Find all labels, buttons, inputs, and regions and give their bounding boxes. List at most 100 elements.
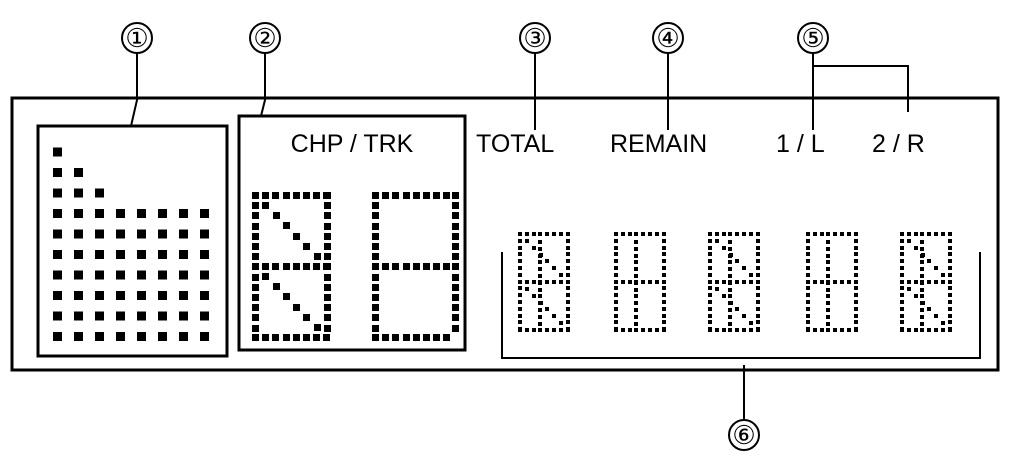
meter-dot — [158, 291, 167, 300]
segment-dot — [854, 232, 858, 236]
segment-dot — [614, 266, 618, 270]
segment-dot — [900, 307, 904, 311]
segment-dot — [826, 294, 830, 298]
segment-dot — [538, 240, 542, 244]
segment-dot — [648, 232, 652, 236]
meter-dot — [158, 311, 167, 321]
segment-dot — [813, 328, 817, 332]
segment-dot — [662, 273, 666, 277]
segment-dot — [614, 232, 618, 236]
meter-dot — [116, 229, 125, 239]
level-meter-box — [36, 124, 229, 358]
segment-dot — [854, 307, 858, 311]
segment-dot — [293, 304, 300, 311]
segment-dot — [273, 212, 280, 219]
meter-dot — [200, 332, 209, 341]
segment-dot — [538, 294, 542, 298]
segment-dot — [433, 263, 440, 270]
segment-dot — [614, 320, 618, 324]
segment-dot — [920, 274, 924, 278]
segment-dot — [252, 274, 259, 281]
segment-dot — [648, 280, 652, 284]
segment-dot — [634, 281, 638, 285]
segment-dot — [742, 328, 746, 332]
segment-dot — [662, 300, 666, 304]
segment-dot — [518, 327, 522, 331]
segment-dot — [324, 192, 331, 199]
segment-dot — [545, 232, 549, 236]
segment-dot — [708, 327, 712, 331]
segment-dot — [806, 307, 810, 311]
segment-dot — [545, 307, 549, 311]
segment-dot — [273, 283, 280, 290]
segment-dot — [525, 287, 529, 291]
segment-dot — [532, 280, 536, 284]
segment-dot — [854, 266, 858, 270]
meter-dot — [116, 209, 125, 218]
segment-dot — [907, 328, 911, 332]
segment-dot — [662, 252, 666, 256]
segment-dot — [806, 300, 810, 304]
segment-dot — [662, 259, 666, 263]
segment-dot — [262, 202, 269, 209]
segment-dot — [833, 280, 837, 284]
meter-dot — [200, 209, 209, 218]
segment-dot — [920, 240, 924, 244]
segment-dot — [708, 232, 712, 236]
segment-dot — [252, 192, 259, 199]
segment-dot — [614, 246, 618, 250]
segment-dot — [452, 263, 459, 270]
meter-dot — [200, 311, 209, 321]
callout-number: ⑥ — [732, 420, 755, 450]
segment-dot — [806, 314, 810, 318]
segment-dot — [634, 240, 638, 244]
segment-dot — [323, 334, 330, 341]
meter-dot — [74, 250, 83, 259]
segment-dot — [538, 274, 542, 278]
segment-dot — [662, 280, 666, 284]
segment-dot — [313, 192, 320, 199]
segment-dot — [423, 192, 430, 199]
segment-dot — [324, 294, 331, 301]
segment-dot — [806, 239, 810, 243]
segment-dot — [749, 273, 753, 277]
segment-dot — [545, 280, 549, 284]
segment-dot — [920, 281, 924, 285]
segment-dot — [634, 308, 638, 312]
segment-dot — [262, 192, 269, 199]
segment-dot — [452, 223, 459, 230]
segment-dot — [452, 314, 459, 321]
segment-dot — [614, 252, 618, 256]
meter-dot — [74, 209, 83, 218]
segment-dot — [900, 273, 904, 277]
segment-dot — [756, 239, 760, 243]
segment-dot — [538, 247, 542, 251]
segment-dot — [728, 232, 732, 236]
meter-dot — [53, 291, 62, 300]
segment-dot — [728, 328, 732, 332]
segment-dot — [833, 232, 837, 236]
segment-dot — [621, 232, 625, 236]
segment-dot — [749, 321, 753, 325]
segment-dot — [728, 240, 732, 244]
segment-dot — [833, 328, 837, 332]
segment-dot — [920, 260, 924, 264]
segment-dot — [907, 232, 911, 236]
segment-dot — [948, 307, 952, 311]
segment-dot — [634, 294, 638, 298]
segment-dot — [532, 294, 536, 298]
meter-dot — [53, 250, 62, 259]
segment-dot — [826, 322, 830, 326]
meter-dot — [95, 270, 104, 280]
segment-dot — [525, 280, 529, 284]
segment-dot — [756, 259, 760, 263]
segment-dot — [854, 273, 858, 277]
meter-dot — [53, 311, 62, 321]
segment-dot — [252, 253, 259, 260]
segment-dot — [854, 300, 858, 304]
segment-dot — [715, 232, 719, 236]
segment-dot — [518, 293, 522, 297]
segment-dot — [806, 259, 810, 263]
segment-dot — [518, 286, 522, 290]
segment-dot — [728, 294, 732, 298]
